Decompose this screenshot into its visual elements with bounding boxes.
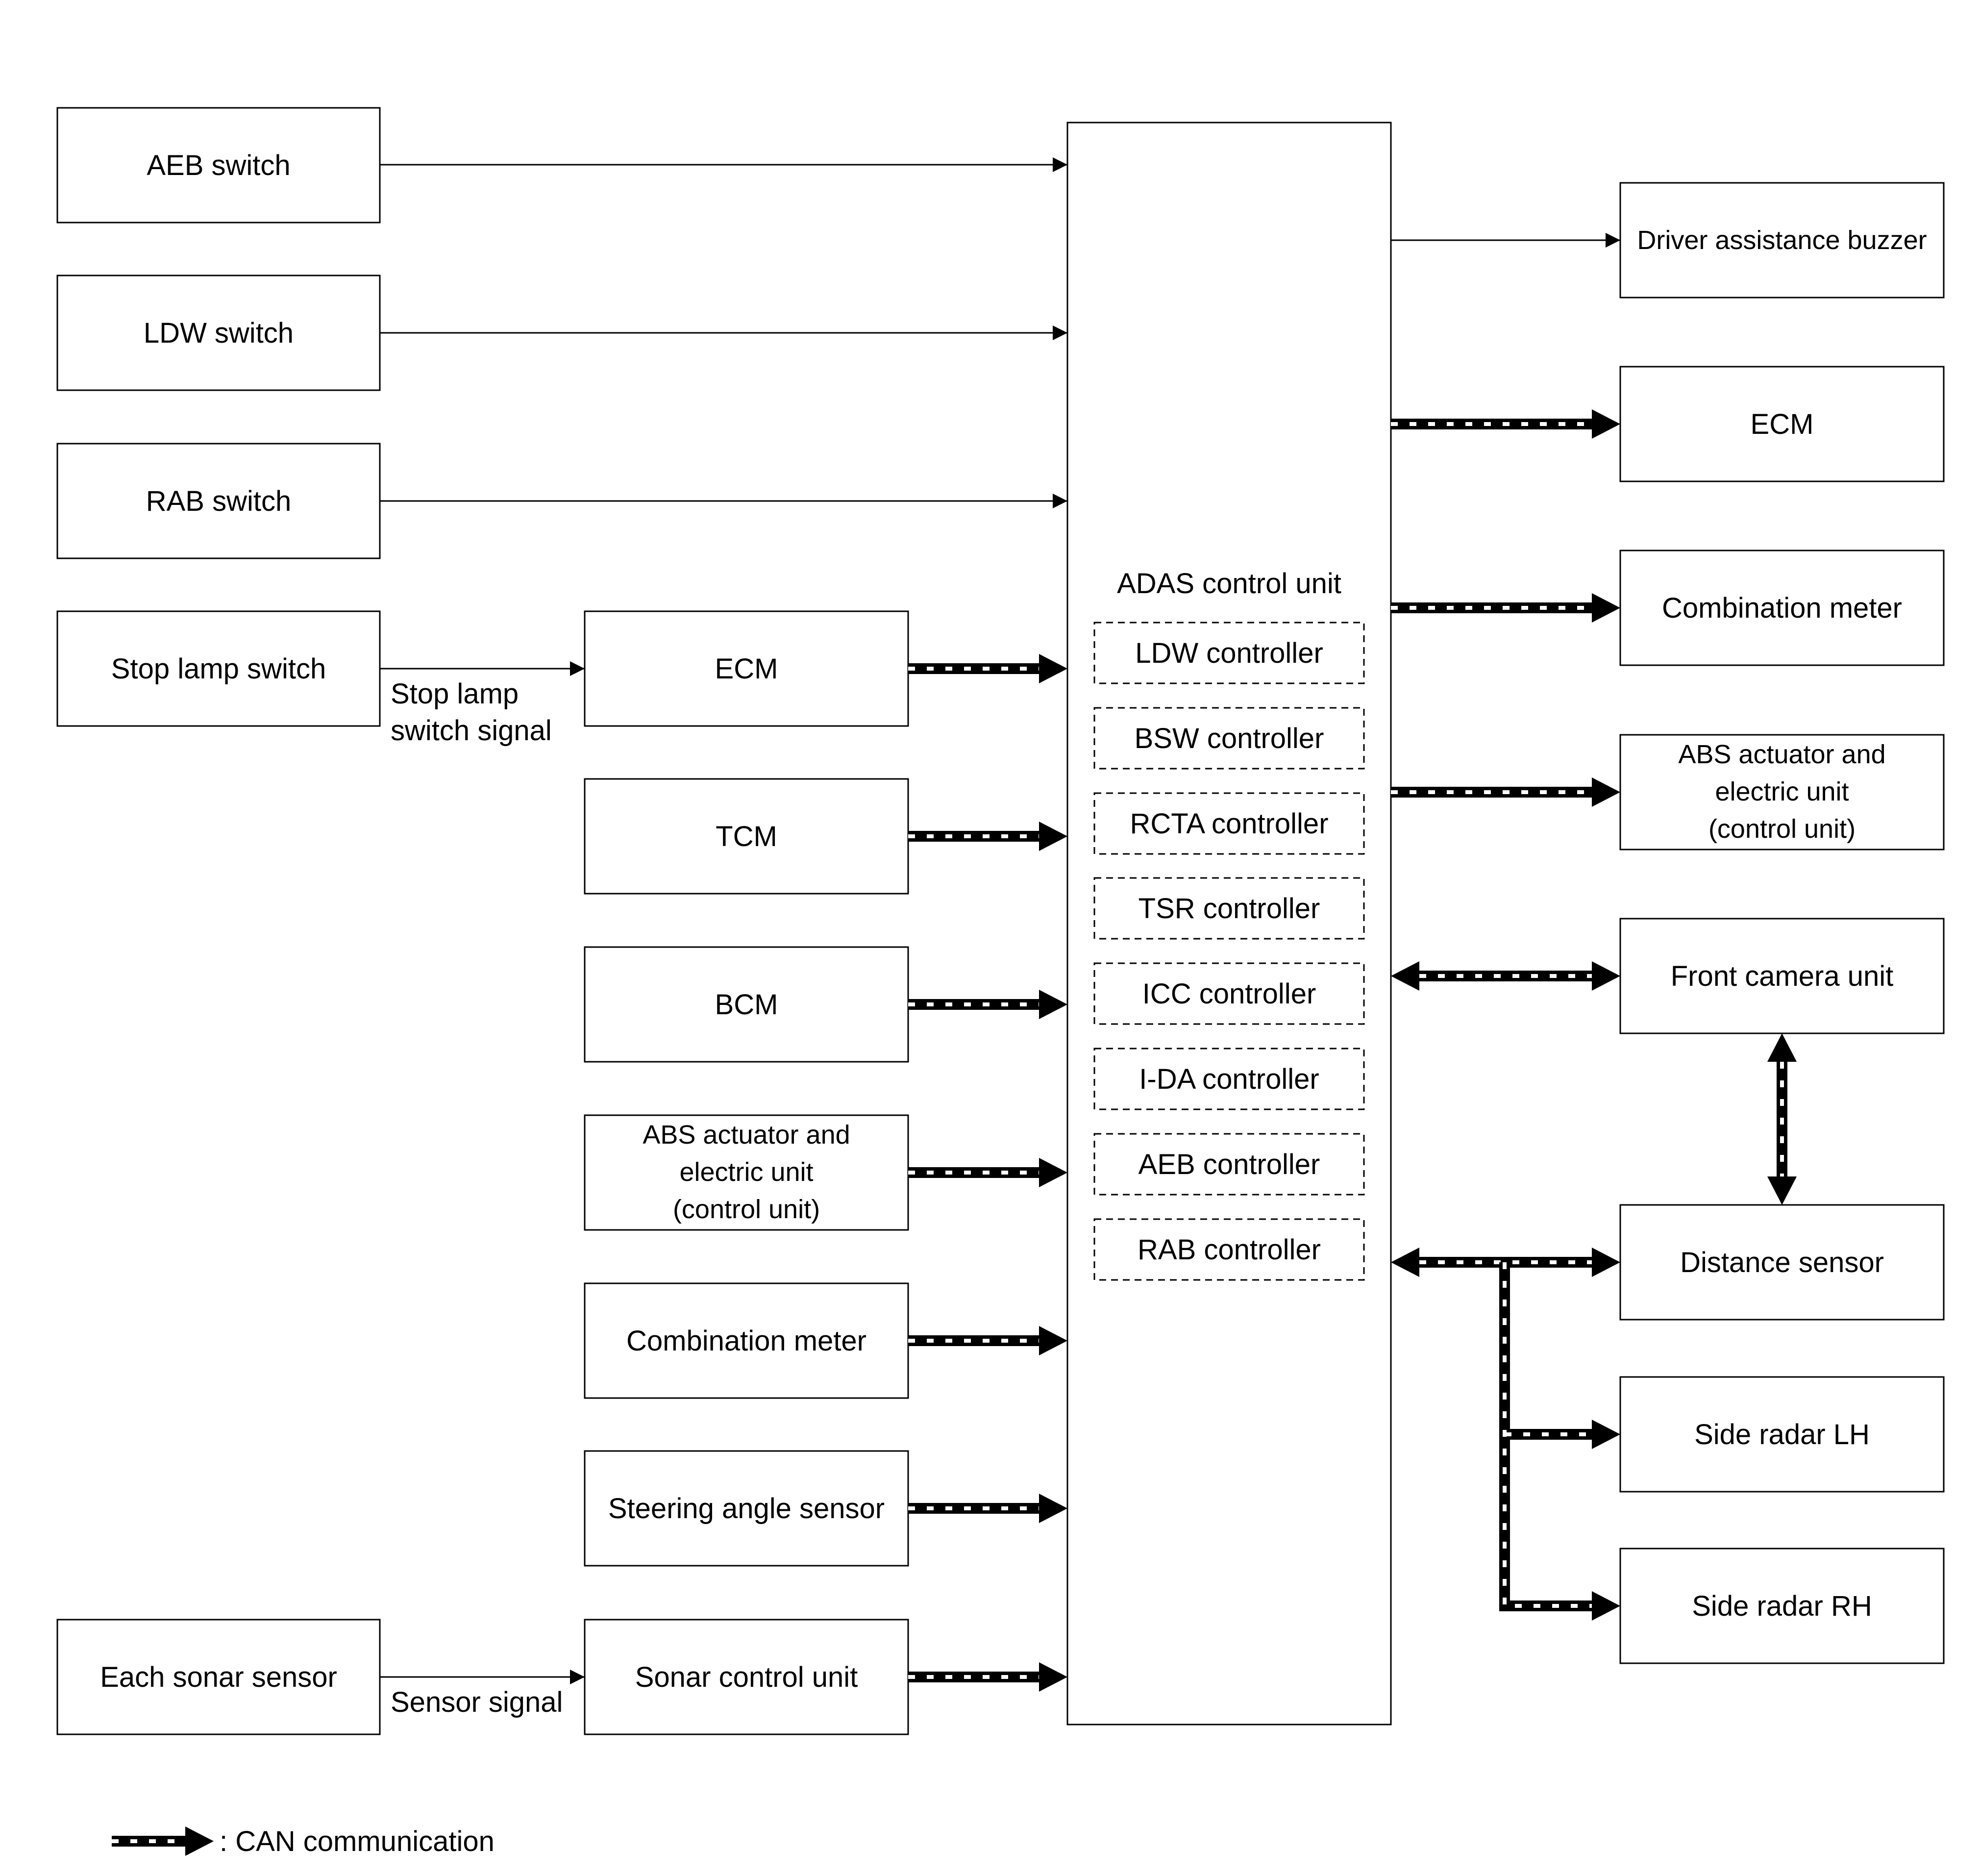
aeb-switch-label: AEB switch xyxy=(147,150,290,181)
abs-actuator-input-block: ABS actuator and electric unit (control … xyxy=(584,1114,909,1231)
tcm-label: TCM xyxy=(716,821,777,852)
ldw-switch-label: LDW switch xyxy=(144,317,294,349)
combination-meter-output-label: Combination meter xyxy=(1662,592,1902,624)
rcta-controller-box xyxy=(1093,792,1365,855)
adas-control-unit: ADAS control unit LDW controller BSW con… xyxy=(1066,122,1392,1726)
rab-controller-label: RAB controller xyxy=(1138,1234,1321,1266)
can-line-combination-meter-output xyxy=(1391,593,1620,623)
i-da-controller-box xyxy=(1093,1048,1365,1110)
i-da-controller-label: I-DA controller xyxy=(1139,1063,1319,1095)
can-line-abs-output xyxy=(1391,777,1620,807)
bcm-block: BCM xyxy=(584,946,909,1063)
bcm-label: BCM xyxy=(715,989,778,1021)
ldw-controller-label: LDW controller xyxy=(1135,637,1323,669)
icc-controller-box xyxy=(1093,962,1365,1025)
ldw-switch-block: LDW switch xyxy=(56,275,381,391)
each-sonar-sensor-block: Each sonar sensor xyxy=(56,1619,381,1735)
can-line-ecm-input xyxy=(908,654,1067,683)
tsr-controller-box xyxy=(1093,877,1365,940)
tsr-controller-label: TSR controller xyxy=(1138,893,1320,925)
stop-lamp-signal-label-line2: switch signal xyxy=(391,715,552,747)
can-line-steering-angle-sensor xyxy=(908,1494,1067,1523)
distance-sensor-block: Distance sensor xyxy=(1619,1204,1945,1321)
bsw-controller-label: BSW controller xyxy=(1135,723,1324,754)
hardwired-signal-lines xyxy=(380,157,1620,1684)
side-radar-rh-block: Side radar RH xyxy=(1619,1548,1945,1664)
combination-meter-input-block: Combination meter xyxy=(584,1282,909,1399)
can-communication-lines xyxy=(908,409,1797,1692)
abs-output-line3: (control unit) xyxy=(1708,814,1856,844)
abs-output-line2: electric unit xyxy=(1715,777,1849,806)
bsw-controller-box xyxy=(1093,707,1365,770)
ecm-output-label: ECM xyxy=(1751,408,1814,440)
front-camera-unit-block: Front camera unit xyxy=(1619,918,1945,1034)
can-line-combination-meter-input xyxy=(908,1326,1067,1355)
stop-lamp-switch-block: Stop lamp switch xyxy=(56,610,381,727)
can-line-front-camera-unit xyxy=(1391,961,1620,991)
can-line-tcm xyxy=(908,822,1067,851)
aeb-controller-label: AEB controller xyxy=(1138,1149,1320,1180)
can-line-ecm-output xyxy=(1391,409,1620,439)
driver-assistance-buzzer-label: Driver assistance buzzer xyxy=(1637,225,1927,255)
icc-controller-label: ICC controller xyxy=(1142,978,1316,1010)
can-legend-symbol xyxy=(112,1826,214,1856)
stop-lamp-signal-label-line1: Stop lamp xyxy=(391,678,519,710)
side-radar-lh-label: Side radar LH xyxy=(1694,1419,1870,1451)
steering-angle-sensor-label: Steering angle sensor xyxy=(608,1493,885,1525)
sonar-control-unit-block: Sonar control unit xyxy=(584,1619,909,1735)
can-legend-label: : CAN communication xyxy=(220,1826,495,1857)
steering-angle-sensor-block: Steering angle sensor xyxy=(584,1450,909,1567)
ecm-output-block: ECM xyxy=(1619,366,1945,482)
each-sonar-sensor-label: Each sonar sensor xyxy=(100,1661,337,1693)
aeb-switch-block: AEB switch xyxy=(56,107,381,224)
rab-controller-box xyxy=(1093,1218,1365,1281)
aeb-controller-box xyxy=(1093,1133,1365,1196)
rab-switch-label: RAB switch xyxy=(146,485,292,517)
sonar-control-unit-label: Sonar control unit xyxy=(635,1661,858,1693)
distance-sensor-label: Distance sensor xyxy=(1680,1247,1884,1278)
driver-assistance-buzzer-block: Driver assistance buzzer xyxy=(1619,182,1945,299)
combination-meter-input-label: Combination meter xyxy=(626,1325,866,1357)
abs-input-line2: electric unit xyxy=(679,1157,813,1187)
ldw-controller-box xyxy=(1093,622,1365,684)
abs-input-line3: (control unit) xyxy=(673,1195,820,1224)
can-line-camera-to-distance-sensor xyxy=(1767,1033,1797,1205)
can-line-sonar-control-unit xyxy=(908,1662,1067,1692)
rcta-controller-label: RCTA controller xyxy=(1130,808,1328,840)
can-branch-side-radars xyxy=(1499,1262,1620,1621)
side-radar-rh-label: Side radar RH xyxy=(1692,1590,1872,1622)
stop-lamp-switch-label: Stop lamp switch xyxy=(111,653,326,685)
abs-actuator-output-block: ABS actuator and electric unit (control … xyxy=(1619,734,1945,850)
combination-meter-output-block: Combination meter xyxy=(1619,550,1945,666)
sensor-signal-label: Sensor signal xyxy=(391,1686,563,1718)
tcm-block: TCM xyxy=(584,778,909,895)
ecm-input-block: ECM xyxy=(584,610,909,727)
abs-input-line1: ABS actuator and xyxy=(643,1120,850,1150)
abs-output-line1: ABS actuator and xyxy=(1678,740,1885,769)
ecm-input-label: ECM xyxy=(715,653,778,685)
side-radar-lh-block: Side radar LH xyxy=(1619,1376,1945,1493)
adas-control-unit-title: ADAS control unit xyxy=(1117,568,1341,600)
front-camera-unit-label: Front camera unit xyxy=(1671,960,1894,992)
can-line-bcm xyxy=(908,990,1067,1019)
rab-switch-block: RAB switch xyxy=(56,443,381,559)
legend: : CAN communication xyxy=(112,1826,495,1857)
can-line-abs-input xyxy=(908,1158,1067,1187)
